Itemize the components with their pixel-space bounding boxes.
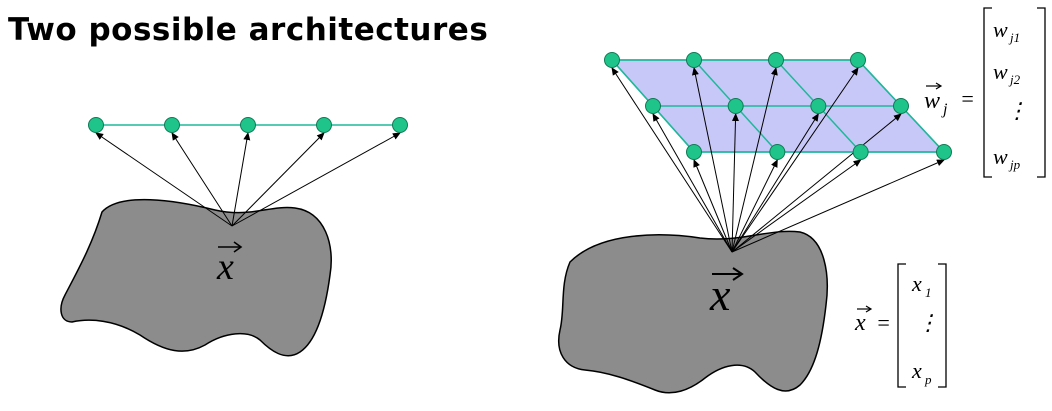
left-input-label: x [216,246,234,288]
neuron-node [164,117,180,133]
right-input-space-blob [558,230,828,394]
weight-entry-1: w [993,17,1008,42]
input-arrow [611,67,733,253]
weight-vector-left-bracket [983,7,992,178]
neuron-node [893,98,909,114]
weight-vector-equation: w j = w j1 w j2 ⋮ w jp [924,7,1046,178]
left-input-vector-label: x [216,241,243,288]
neuron-node [686,144,702,160]
input-arrow [731,159,778,253]
weight-entry-2: w [993,59,1008,84]
input-entry-ellipsis: ⋮ [917,310,939,335]
neuron-node [240,117,256,133]
weight-vector-right-bracket [1037,7,1046,178]
weight-vector-subscript: j [941,101,948,118]
input-arrow [231,132,251,227]
input-arrow [95,132,233,227]
weight-entry-1-subscript: j1 [1008,30,1020,45]
neuron-node [850,52,866,68]
input-vector-left-bracket [897,263,906,388]
input-arrow [731,67,859,253]
left-arrows [95,132,401,227]
input-vector-right-bracket [938,263,947,388]
neuron-node [936,144,952,160]
input-arrow [731,113,902,253]
input-vector-equals: = [876,310,891,335]
input-arrow [171,132,233,227]
right-input-label: x [709,269,731,320]
neuron-node [768,52,784,68]
input-arrow [231,132,325,227]
neuron-node [769,144,786,160]
input-arrow [731,67,778,253]
neuron-node [810,98,827,114]
input-entry-1: x [911,271,922,296]
input-arrow [691,67,733,253]
neuron-node [392,117,408,133]
grid-nodes [604,52,952,160]
neuron-node [88,117,104,133]
neuron-node [727,98,744,114]
input-arrow [652,113,733,253]
input-entry-p-subscript: p [924,372,932,387]
right-arrows [611,67,945,253]
input-arrow [693,159,733,253]
weight-entry-p-subscript: jp [1008,157,1021,172]
input-entry-p: x [911,358,922,383]
input-vector-equation: x = x 1 ⋮ x p [854,263,947,388]
weight-entry-ellipsis: ⋮ [1006,98,1028,123]
left-architecture: x [60,117,408,357]
weight-entry-2-subscript: j2 [1008,72,1021,87]
input-arrow [231,132,401,227]
input-entry-1-subscript: 1 [925,285,932,300]
input-arrow [731,113,739,253]
neuron-node [852,144,869,160]
neuron-node [316,117,332,133]
neuron-node [645,98,661,114]
input-arrow [731,113,819,253]
left-chain-nodes [88,117,408,133]
right-architecture: x w j = w j1 w j2 ⋮ w jp [558,7,1046,394]
slide-title: Two possible architectures [8,12,489,48]
weight-vector-equals: = [960,86,975,111]
left-input-space-blob [60,198,332,357]
weight-vector-lhs: w [924,88,940,114]
right-input-vector-label: x [709,267,744,320]
weight-entry-p: w [993,144,1008,169]
input-arrow [731,159,945,253]
input-vector-lhs: x [854,310,866,336]
input-arrow [731,159,862,253]
neuron-node [604,52,620,68]
neuron-node [686,52,702,68]
